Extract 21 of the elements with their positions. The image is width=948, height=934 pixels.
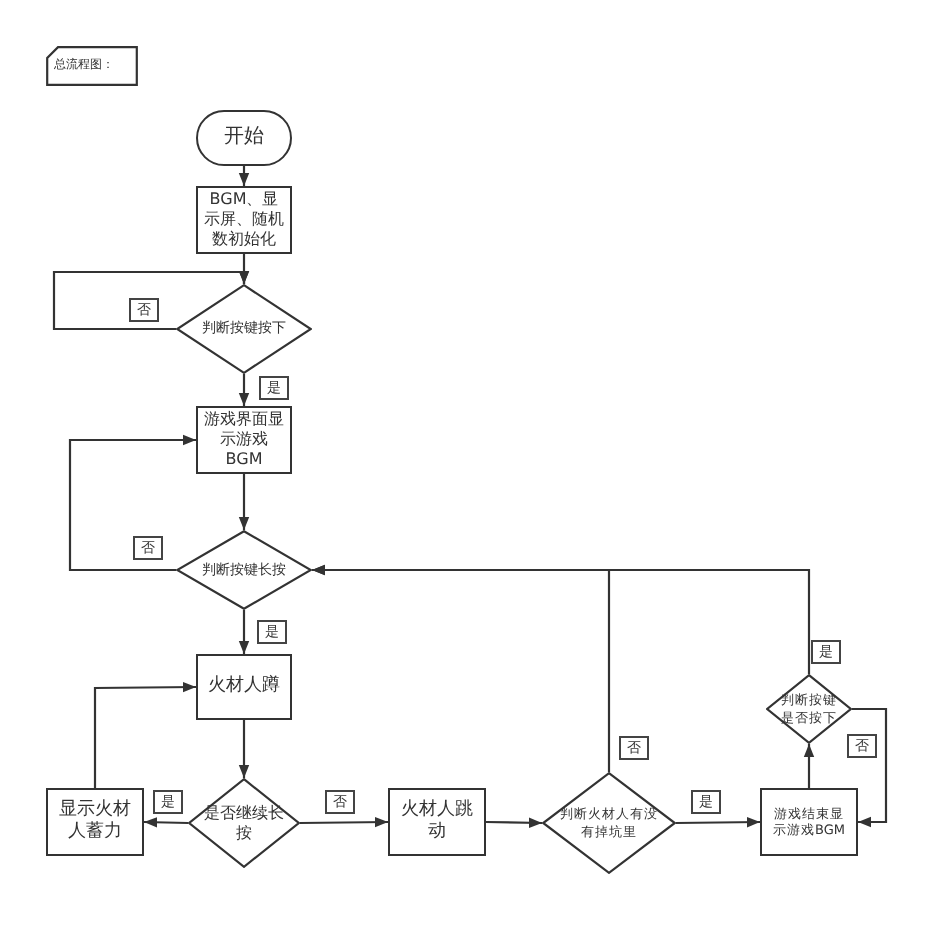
arrow — [52, 270, 250, 331]
arrow — [300, 816, 388, 828]
process-box: 火材人蹲 — [196, 654, 292, 720]
arrow — [852, 707, 888, 828]
arrow — [238, 720, 250, 778]
arrow — [486, 817, 542, 829]
arrow — [238, 610, 250, 654]
arrow — [93, 681, 196, 788]
start-terminal: 开始 — [196, 110, 292, 166]
process-box: BGM、显示屏、随机数初始化 — [196, 186, 292, 254]
arrow — [803, 744, 815, 788]
arrow — [312, 564, 811, 674]
arrow — [238, 474, 250, 530]
arrow — [68, 434, 196, 572]
arrow — [238, 374, 250, 406]
process-box: 游戏界面显示游戏BGM — [196, 406, 292, 474]
process-box: 显示火材人蓄力 — [46, 788, 144, 856]
arrow — [143, 817, 189, 828]
arrow — [676, 816, 760, 828]
arrow — [238, 166, 250, 186]
process-box: 火材人跳动 — [388, 788, 486, 856]
